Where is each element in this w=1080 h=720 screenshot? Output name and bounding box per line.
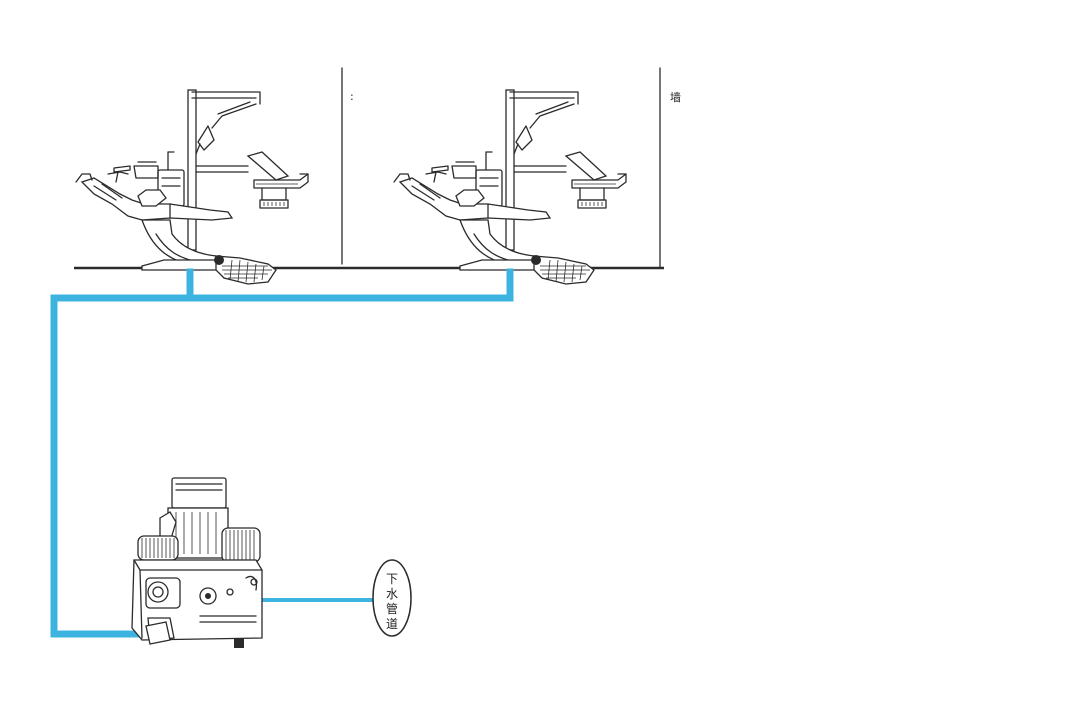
drain-pipe-label-char: 道: [386, 617, 398, 631]
suction-pipe-main: [50, 268, 194, 638]
dental-chair-icon: [393, 89, 627, 285]
wall-mark-left: :: [350, 90, 354, 103]
drain-pipe-label-char: 水: [386, 587, 398, 601]
inlet-elbow: [145, 621, 171, 645]
drain-pipe-label-char: 下: [386, 572, 398, 586]
wall-label: 墙: [670, 90, 681, 104]
drain-pipe-label-oval: [372, 559, 412, 637]
dental-chair-icon: [75, 89, 309, 285]
suction-pipe-branch: [186, 268, 514, 302]
drain-pipe-label-char: 管: [386, 601, 398, 616]
pipe-junction-icon: [214, 255, 224, 265]
suction-unit-icon: [131, 477, 263, 649]
pipe-junction-icon: [531, 255, 541, 265]
